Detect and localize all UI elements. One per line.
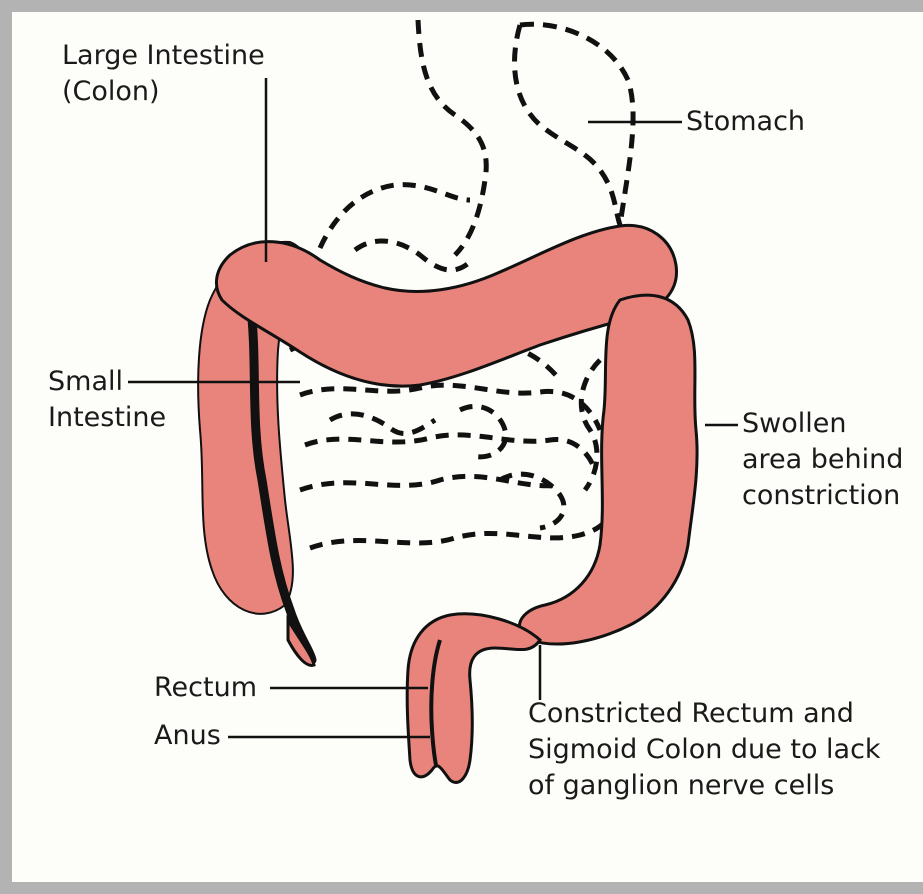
label-constricted-line-2: Sigmoid Colon due to lack xyxy=(528,732,881,768)
label-rectum: Rectum xyxy=(154,670,257,706)
sigmoid-colon-rectum xyxy=(407,614,540,783)
label-swollen-area: Swollen area behind constriction xyxy=(742,406,903,514)
label-small-intestine-line-1: Small xyxy=(48,364,166,400)
label-small-intestine: Small Intestine xyxy=(48,364,166,436)
label-swollen-line-3: constriction xyxy=(742,478,903,514)
label-large-intestine: Large Intestine (Colon) xyxy=(62,38,265,110)
label-anus-line-1: Anus xyxy=(154,718,221,754)
label-stomach: Stomach xyxy=(686,104,805,140)
label-anus: Anus xyxy=(154,718,221,754)
label-stomach-line-1: Stomach xyxy=(686,104,805,140)
label-rectum-line-1: Rectum xyxy=(154,670,257,706)
stomach-outline xyxy=(418,20,633,255)
descending-colon xyxy=(519,295,697,644)
label-swollen-line-2: area behind xyxy=(742,442,903,478)
label-constricted-line-3: of ganglion nerve cells xyxy=(528,768,881,804)
label-swollen-line-1: Swollen xyxy=(742,406,903,442)
label-large-intestine-line-1: Large Intestine xyxy=(62,38,265,74)
label-small-intestine-line-2: Intestine xyxy=(48,400,166,436)
label-constricted-rectum: Constricted Rectum and Sigmoid Colon due… xyxy=(528,696,881,804)
label-large-intestine-line-2: (Colon) xyxy=(62,74,265,110)
label-constricted-line-1: Constricted Rectum and xyxy=(528,696,881,732)
